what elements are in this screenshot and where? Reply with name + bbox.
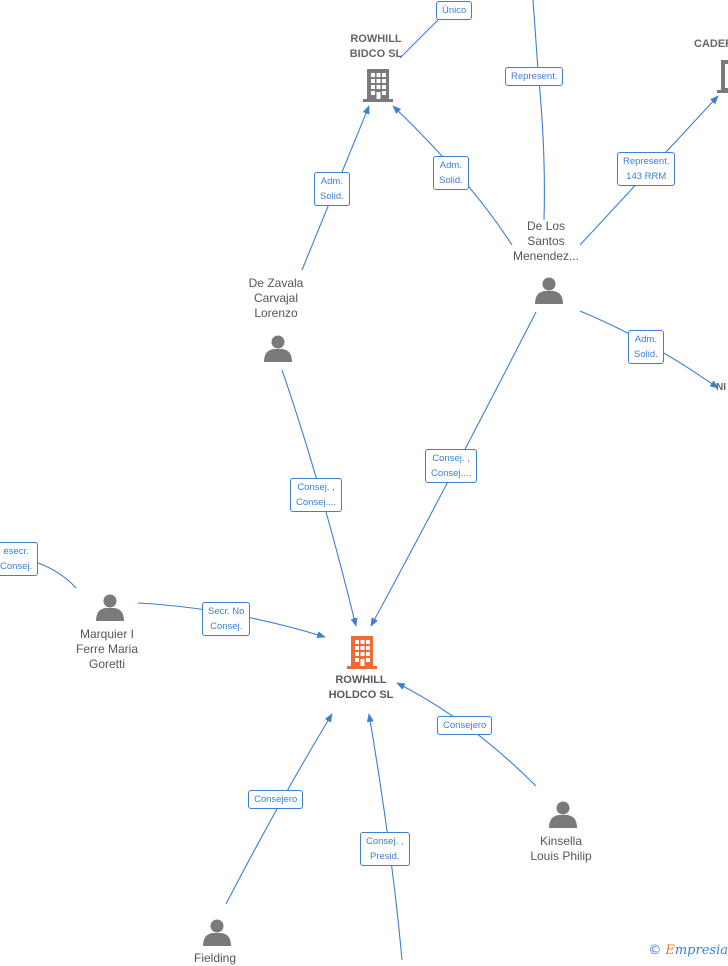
edge-label-adm-solid-zavala[interactable]: Adm. Solid. [314,172,350,206]
node-label-line: Menendez... [512,249,580,263]
node-label-line: ROWHILL [335,674,387,686]
node-label-kinsella[interactable]: Kinsella Louis Philip [521,834,601,864]
person-icon[interactable] [263,334,293,362]
edge-label-line: Único [442,5,467,16]
node-label-rowhill-holdco[interactable]: ROWHILL HOLDCO SL [321,673,401,703]
edge-represent-top [532,0,545,221]
node-label-line: Carvajal [253,291,298,305]
edge-label-line: Consej.... [296,497,337,508]
edge-label-line: Adm. [634,334,657,345]
edge-label-consej-zavala[interactable]: Consej. , Consej.... [290,478,343,512]
node-label-line: Lorenzo [254,306,298,320]
edge-label-consej-santos[interactable]: Consej. , Consej.... [425,449,478,483]
node-label-line: Fielding [193,951,237,965]
edge-label-secr-no-consej[interactable]: Secr. No Consej. [202,602,251,636]
edge-label-line: Consej. , [432,453,470,464]
node-label-line: CADER [694,38,728,50]
edge-label-line: Represent. [511,71,558,82]
edge-label-line: Represent. [623,156,670,167]
building-icon-partial[interactable] [716,58,728,94]
node-label-line: Marquier I [79,627,135,641]
edge-label-line: Solid. [320,191,344,202]
node-label-de-zavala[interactable]: De Zavala Carvajal Lorenzo [236,276,316,321]
person-icon[interactable] [548,800,578,828]
edge-label-line: Consej. , [366,836,404,847]
edge-label-represent-143[interactable]: Represent. 143 RRM [617,152,676,186]
node-label-rowhill-bidco[interactable]: ROWHILL BIDCO SL [346,32,406,62]
node-label-nl[interactable]: NI [716,380,726,395]
node-label-de-los-santos[interactable]: De Los Santos Menendez... [506,219,586,264]
node-label-line: ROWHILL [350,33,402,45]
edge-label-line: esecr. [3,546,29,557]
node-label-line: Santos [527,234,565,248]
edge-label-unico[interactable]: Único [436,1,473,20]
edge-label-consejero-fielding[interactable]: Consejero [248,790,304,809]
edge-label-represent-top[interactable]: Represent. [505,67,564,86]
node-label-line: De Los [526,219,566,233]
edge-vicesecr [35,561,77,589]
edge-label-line: Solid. [439,175,463,186]
edge-label-line: Secr. No [208,606,245,617]
node-label-line: Louis Philip [530,849,592,863]
edge-label-line: Consej.... [431,468,472,479]
edge-label-vicesecr[interactable]: esecr. Consej. [0,542,39,576]
node-label-line: BIDCO SL [349,48,403,60]
building-icon-main[interactable] [346,634,378,670]
edge-label-adm-solid-santos[interactable]: Adm. Solid. [433,156,469,190]
edge-label-line: Consej. [0,561,33,572]
edge-label-line: Consejero [254,794,298,805]
edge-label-line: 143 RRM [626,171,667,182]
empresia-watermark: ©Empresia [648,943,728,958]
edge-label-line: Consej. [210,621,243,632]
node-label-marquier[interactable]: Marquier I Ferre Maria Goretti [67,627,147,672]
person-icon[interactable] [202,918,232,946]
node-label-line: HOLDCO SL [328,689,394,701]
brand-name: mpresia [674,943,728,958]
brand-initial: E [665,943,675,958]
person-icon[interactable] [534,276,564,304]
edge-label-consejero-kinsella[interactable]: Consejero [437,716,493,735]
edge-label-adm-solid-right[interactable]: Adm. Solid. [628,330,664,364]
edge-label-line: Consejero [443,720,487,731]
node-label-line: Goretti [88,657,125,671]
node-label-line: Kinsella [539,834,583,848]
building-icon[interactable] [362,67,394,103]
node-label-cader[interactable]: CADER [694,37,728,52]
copyright-symbol: © [648,943,662,958]
edge-label-consej-presid[interactable]: Consej. , Presid. [360,832,410,866]
edge-unico [399,19,439,59]
node-label-fielding[interactable]: Fielding [175,951,255,966]
person-icon[interactable] [95,593,125,621]
node-label-line: Ferre Maria [75,642,138,656]
edge-label-line: Presid. [369,851,400,862]
edge-label-line: Adm. [320,176,343,187]
edge-label-line: Consej. , [297,482,335,493]
node-label-line: NI [716,382,726,393]
node-label-line: De Zavala [248,276,304,290]
edge-consejero-fielding [225,713,333,905]
edge-label-line: Solid. [634,349,658,360]
edge-label-line: Adm. [439,160,462,171]
